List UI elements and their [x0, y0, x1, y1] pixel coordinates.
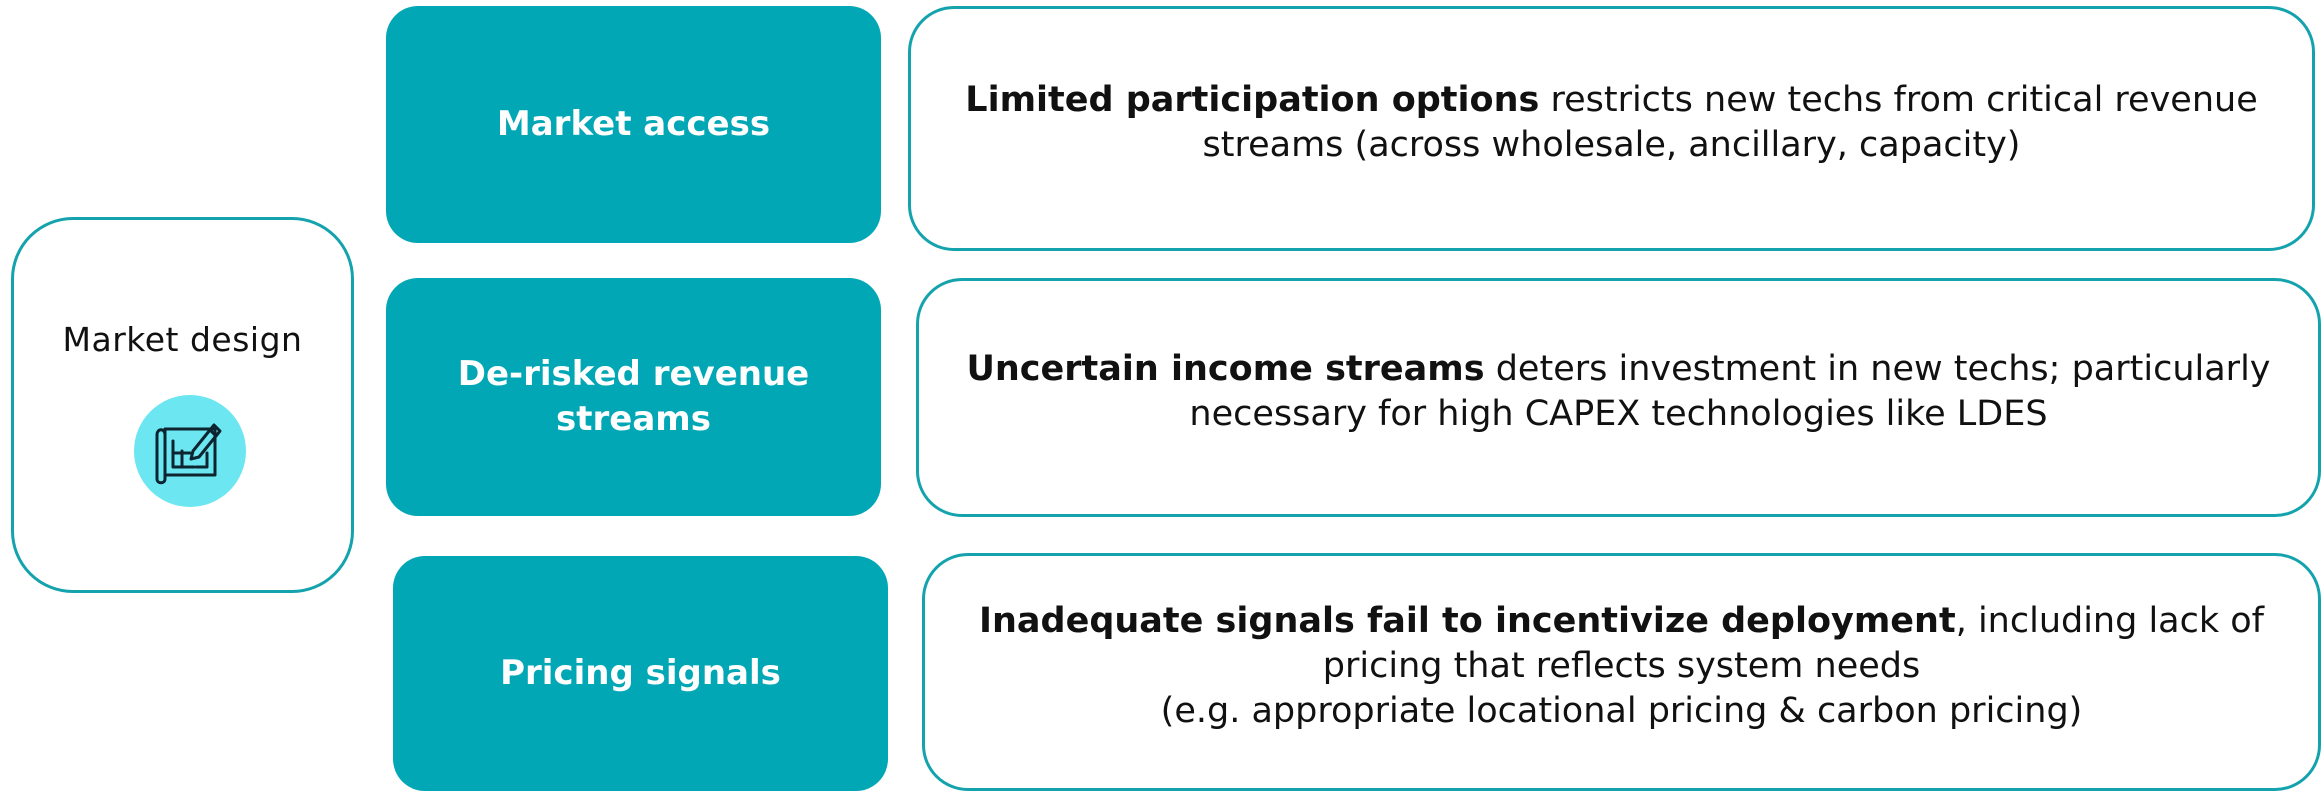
market-access-box: Market access [386, 6, 881, 243]
market-access-description-box: Limited participation options restricts … [908, 6, 2315, 251]
market-access-label: Market access [496, 104, 771, 144]
de-risked-revenue-description-box: Uncertain income streams deters investme… [916, 278, 2321, 517]
pricing-signals-description: Inadequate signals fail to incentivize d… [945, 599, 2298, 734]
market-access-description: Limited participation options restricts … [931, 78, 2292, 168]
pricing-signals-description-line2: (e.g. appropriate locational pricing & c… [1160, 690, 2083, 731]
de-risked-revenue-description: Uncertain income streams deters investme… [939, 347, 2298, 437]
blueprint-icon [134, 395, 246, 507]
de-risked-revenue-box: De-risked revenue streams [386, 278, 881, 516]
pricing-signals-description-bold: Inadequate signals fail to incentivize d… [978, 600, 1956, 641]
pricing-signals-label: Pricing signals [500, 653, 781, 693]
de-risked-revenue-label: De-risked revenue streams [457, 354, 810, 439]
market-design-card: Market design [11, 217, 354, 593]
de-risked-revenue-description-rest: deters investment in new techs; particul… [1189, 348, 2271, 434]
market-design-title: Market design [62, 320, 303, 359]
pricing-signals-box: Pricing signals [393, 556, 888, 791]
market-access-description-bold: Limited participation options [965, 79, 1540, 120]
market-access-description-rest: restricts new techs from critical revenu… [1202, 79, 2258, 165]
pricing-signals-description-box: Inadequate signals fail to incentivize d… [922, 553, 2321, 791]
pricing-signals-description-rest: , including lack of pricing that reflect… [1322, 600, 2265, 686]
de-risked-revenue-description-bold: Uncertain income streams [966, 348, 1485, 389]
